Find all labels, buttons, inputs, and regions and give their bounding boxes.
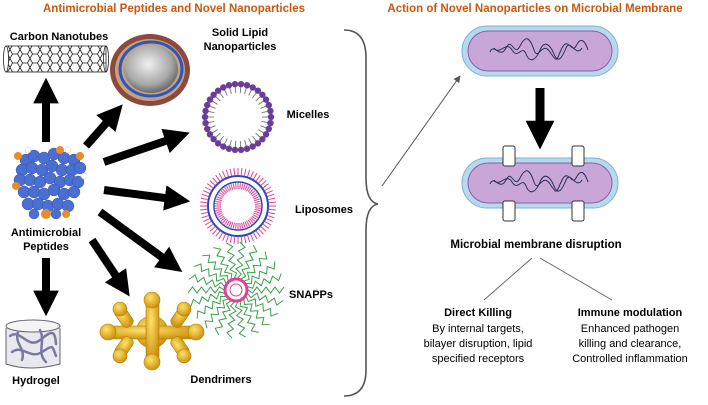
carbon-nanotube-illustration bbox=[3, 45, 109, 73]
curly-brace bbox=[343, 29, 379, 397]
direct-killing-heading: Direct Killing bbox=[444, 307, 512, 319]
direct-killing-line: specified receptors bbox=[432, 353, 525, 365]
liposomes-label: Liposomes bbox=[295, 204, 353, 216]
snapps-label: SNAPPs bbox=[289, 289, 333, 301]
antimicrobial-peptides-label-line2: Peptides bbox=[23, 241, 69, 253]
left-panel-title: Antimicrobial Peptides and Novel Nanopar… bbox=[43, 3, 305, 15]
membrane-disruption-label: Microbial membrane disruption bbox=[450, 239, 621, 251]
membrane-pore bbox=[571, 145, 585, 167]
thin-arrow-to-bacterium bbox=[381, 75, 461, 187]
immune-modulation-line: Controlled inflammation bbox=[572, 353, 688, 365]
intact-bacterium bbox=[461, 25, 619, 77]
dendrimer-illustration bbox=[99, 291, 205, 371]
dendrimers-label: Dendrimers bbox=[190, 374, 251, 386]
membrane-pore bbox=[571, 200, 585, 222]
immune-modulation-heading: Immune modulation bbox=[578, 307, 683, 319]
right-panel-title: Action of Novel Nanoparticles on Microbi… bbox=[387, 3, 682, 15]
membrane-pore bbox=[502, 200, 516, 222]
arrow-to-liposomes bbox=[103, 185, 191, 211]
immune-modulation-line: killing and clearance, bbox=[579, 338, 682, 350]
micelles-label: Micelles bbox=[287, 109, 330, 121]
hydrogel-label: Hydrogel bbox=[12, 375, 60, 387]
solid-lipid-nanoparticle-illustration bbox=[110, 34, 190, 106]
hydrogel-illustration bbox=[5, 319, 61, 369]
carbon-nanotubes-label: Carbon Nanotubes bbox=[10, 31, 108, 43]
disrupted-bacterium bbox=[461, 145, 619, 222]
direct-killing-line: bilayer disruption, lipid bbox=[424, 338, 533, 350]
antimicrobial-peptides-label-line1: Antimicrobial bbox=[11, 227, 81, 239]
solid-lipid-label-line2: Nanoparticles bbox=[204, 41, 277, 53]
arrow-to-micelles bbox=[102, 128, 190, 166]
dna-coil-2 bbox=[489, 170, 589, 193]
membrane-pore bbox=[502, 145, 516, 167]
snapp-illustration bbox=[187, 241, 285, 339]
dna-coil-1 bbox=[489, 38, 589, 61]
peptide-arrows bbox=[33, 77, 191, 317]
direct-killing-line: By internal targets, bbox=[432, 323, 524, 335]
liposome-illustration bbox=[200, 168, 276, 244]
solid-lipid-label-line1: Solid Lipid bbox=[212, 27, 268, 39]
immune-modulation-line: Enhanced pathogen bbox=[581, 323, 679, 335]
antimicrobial-peptide-illustration bbox=[12, 146, 88, 220]
micelle-illustration bbox=[201, 80, 275, 154]
arrow-to-solid-lipid bbox=[83, 104, 123, 149]
arrow-to-dendrimers bbox=[88, 237, 130, 297]
branch-lines bbox=[483, 257, 613, 301]
arrow-to-snapps bbox=[97, 208, 183, 273]
